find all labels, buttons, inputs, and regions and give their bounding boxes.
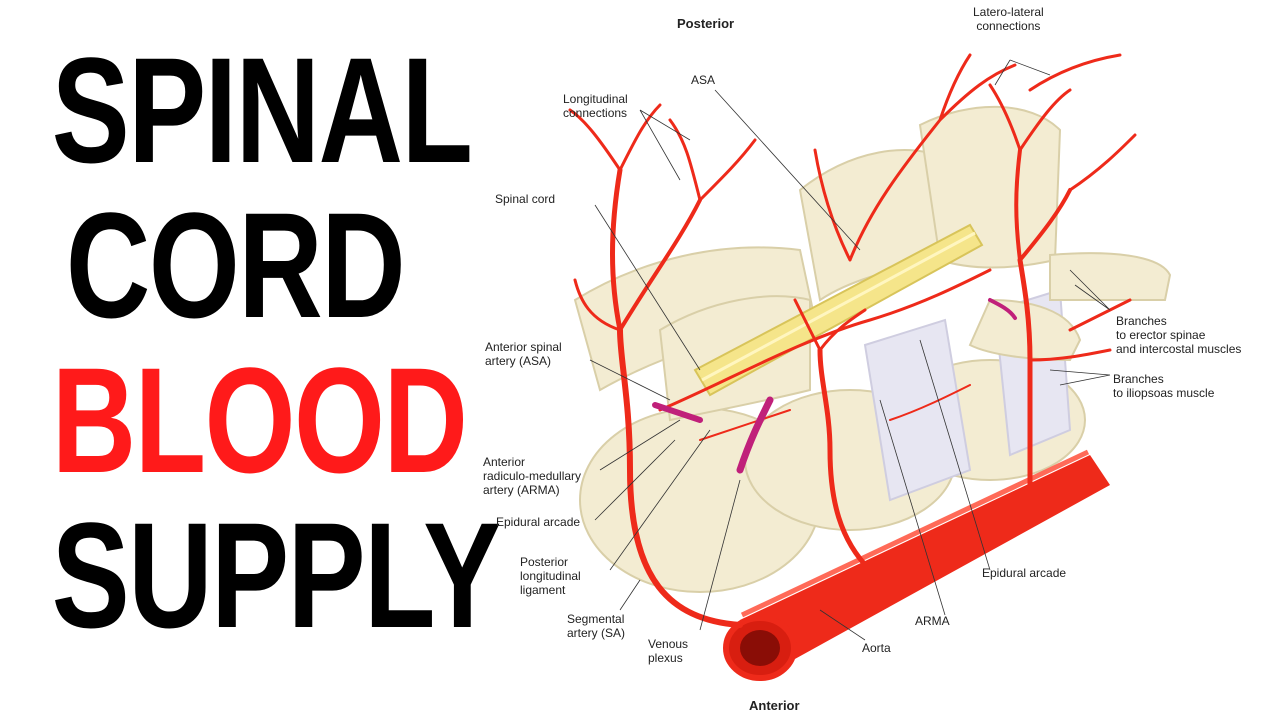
label-longitudinal-connections: Longitudinal connections xyxy=(563,92,628,120)
arteries xyxy=(568,53,1137,628)
label-posterior: Posterior xyxy=(677,16,735,31)
spinal-cord xyxy=(693,223,984,397)
title-line-2: CORD xyxy=(65,181,406,349)
title-block: SPINAL CORD BLOOD SUPPLY xyxy=(0,0,502,720)
label-arma-left: Anterior radiculo-medullary artery (ARMA… xyxy=(483,455,582,497)
label-venous-plexus: Venous plexus xyxy=(648,637,689,665)
label-anterior-spinal-artery: Anterior spinal artery (ASA) xyxy=(485,340,562,368)
label-posterior-longitudinal-ligament: Posterior longitudinal ligament xyxy=(520,555,581,597)
label-aorta: Aorta xyxy=(862,641,891,655)
label-spinal-cord: Spinal cord xyxy=(495,192,556,206)
label-asa: ASA xyxy=(691,73,716,87)
transverse-process-right xyxy=(1049,252,1172,302)
label-latero-lateral: Latero-lateral connections xyxy=(973,5,1044,33)
label-arma-bottom: ARMA xyxy=(915,614,950,628)
label-epidural-arcade-right: Epidural arcade xyxy=(982,566,1067,580)
label-branches-iliopsoas: Branches to iliopsoas muscle xyxy=(1113,372,1215,400)
spinal-anatomy-diagram: Posterior Anterior Latero-lateral connec… xyxy=(470,0,1280,720)
anatomy-illustration xyxy=(568,53,1172,681)
leader-lines xyxy=(589,59,1111,641)
label-epidural-arcade-left: Epidural arcade xyxy=(496,515,581,529)
title-line-1: SPINAL xyxy=(51,26,473,194)
label-anterior: Anterior xyxy=(749,698,800,713)
label-branches-erector: Branches to erector spinae and intercost… xyxy=(1116,314,1242,356)
label-segmental-artery: Segmental artery (SA) xyxy=(567,612,626,640)
venous-plexus xyxy=(652,298,1017,474)
vertebrae xyxy=(573,105,1172,593)
title-line-4: SUPPLY xyxy=(51,491,502,659)
title-line-3: BLOOD xyxy=(51,336,468,504)
spinous-process xyxy=(918,105,1062,269)
